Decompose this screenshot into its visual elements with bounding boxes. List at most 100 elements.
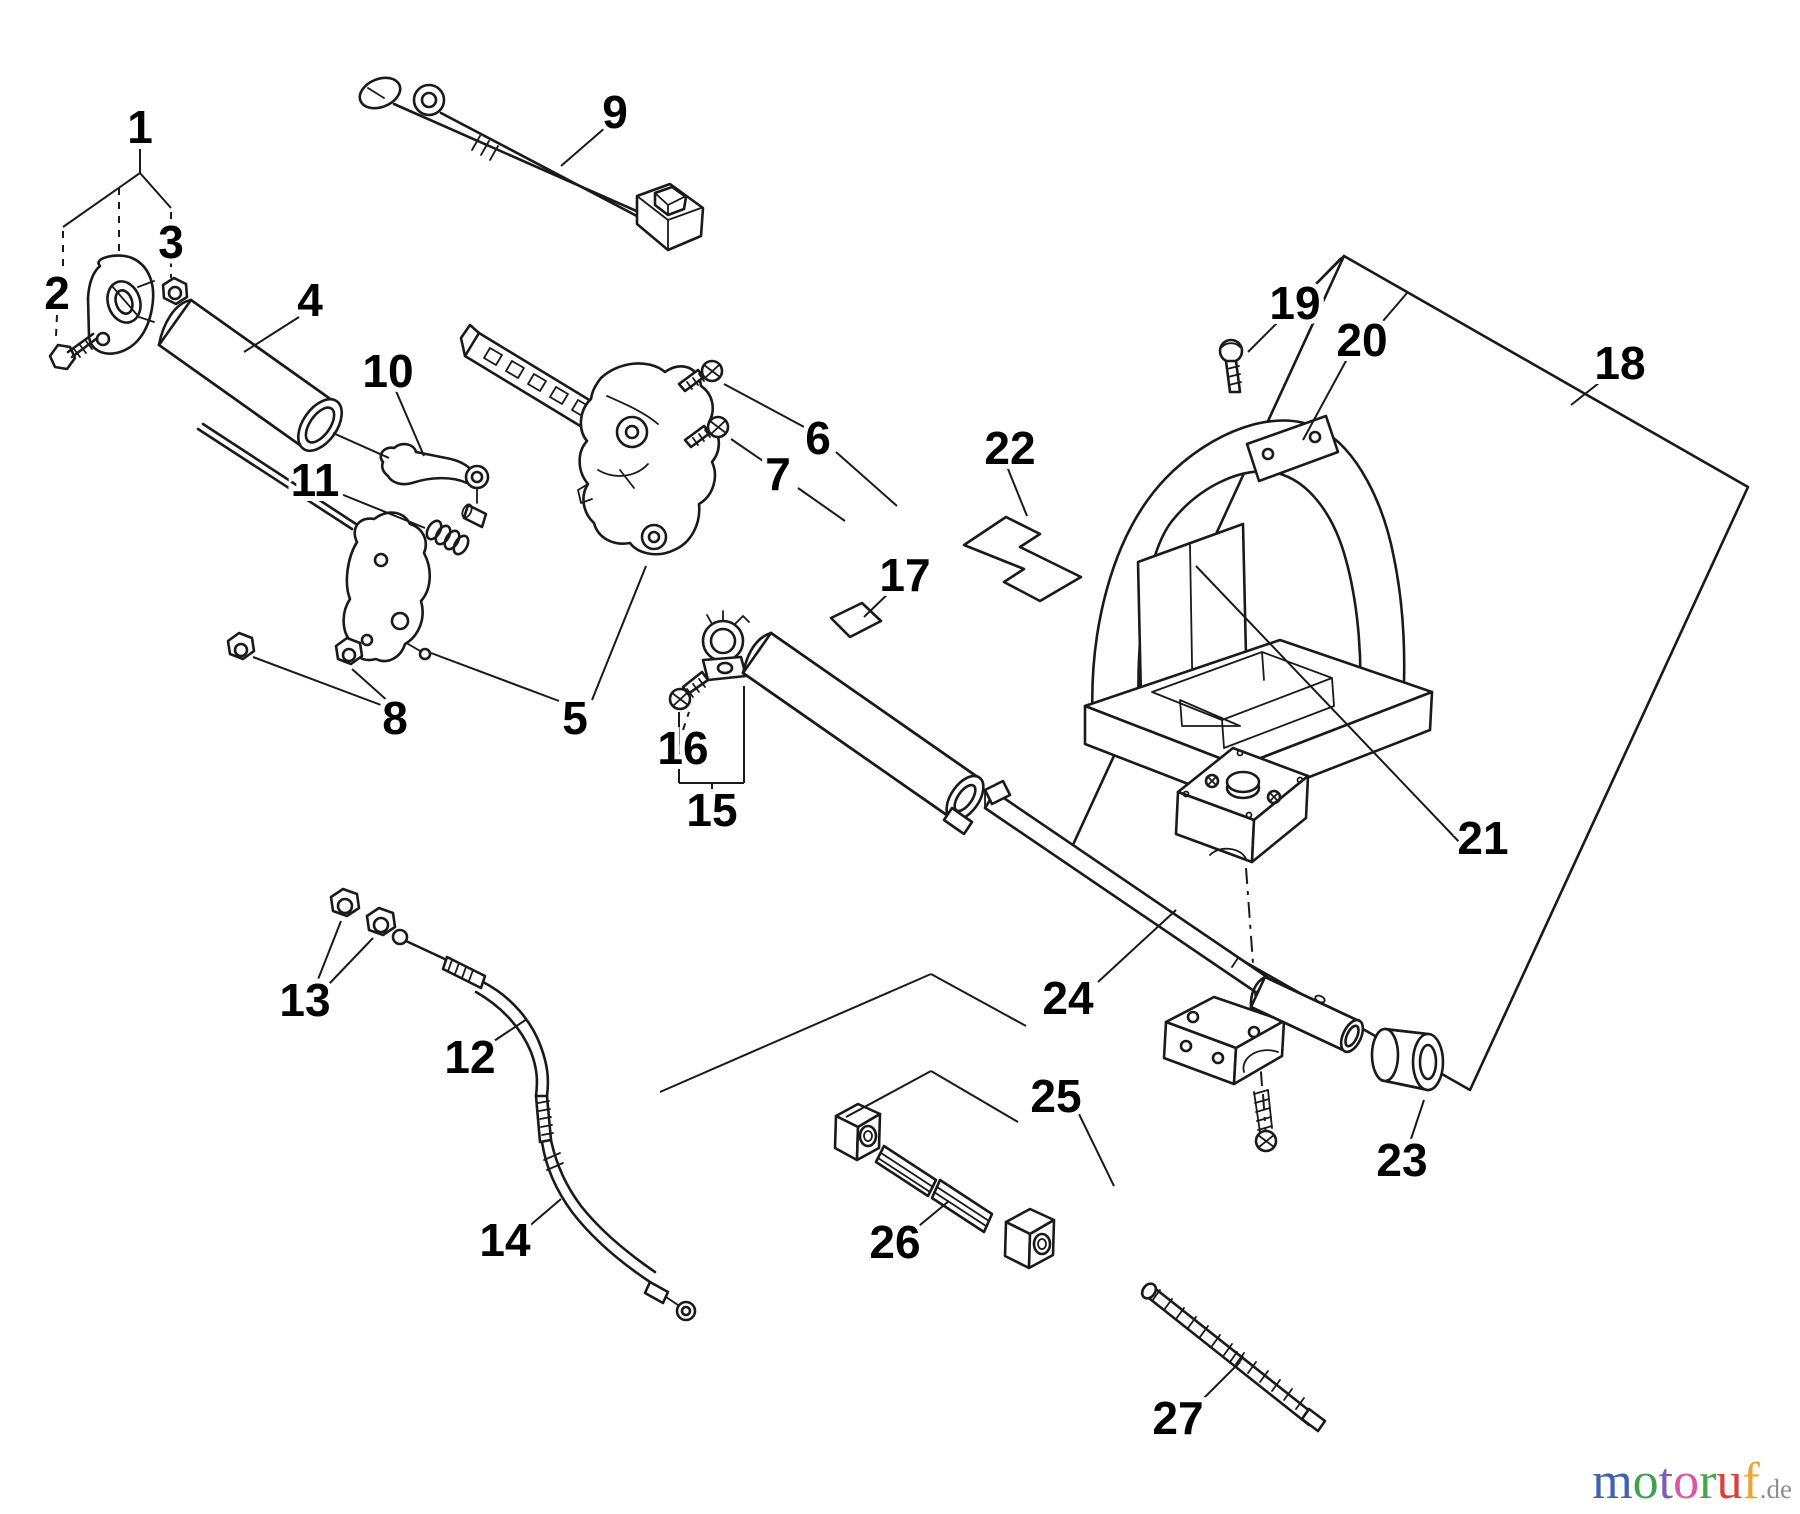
part-number-labels: 1234567891011121314151617181920212223242… bbox=[39, 81, 1650, 1449]
grip-tube bbox=[159, 300, 351, 459]
part-label-15: 15 bbox=[686, 784, 737, 836]
watermark-letter: o bbox=[1632, 1453, 1659, 1510]
leader-line-19 bbox=[1248, 319, 1281, 352]
clamp-nut bbox=[163, 278, 187, 304]
leader-line-25 bbox=[931, 1071, 1018, 1122]
switch-harness bbox=[355, 72, 703, 250]
watermark-letter: u bbox=[1716, 1453, 1743, 1510]
leader-line-23 bbox=[1410, 1100, 1424, 1142]
watermark-suffix: .de bbox=[1759, 1474, 1792, 1504]
cable-clamp bbox=[703, 611, 749, 680]
leader-line-14 bbox=[527, 1199, 561, 1228]
lever-spring bbox=[424, 518, 471, 556]
leader-line-12 bbox=[491, 1019, 527, 1043]
part-label-8: 8 bbox=[382, 692, 408, 744]
throttle-lever bbox=[381, 444, 488, 527]
watermark-letter: f bbox=[1742, 1453, 1760, 1510]
part-label-4: 4 bbox=[297, 274, 323, 326]
handle-clamp-block bbox=[1176, 748, 1308, 862]
leader-line-8 bbox=[352, 669, 390, 703]
handle-plate bbox=[1247, 416, 1338, 481]
part-label-14: 14 bbox=[479, 1214, 531, 1266]
part-label-24: 24 bbox=[1042, 972, 1094, 1024]
housing-plate bbox=[198, 424, 430, 661]
part-label-27: 27 bbox=[1152, 1392, 1203, 1444]
leader-line-24 bbox=[1098, 910, 1176, 982]
lower-clamp-bracket bbox=[1164, 997, 1284, 1084]
part-label-1: 1 bbox=[127, 101, 153, 153]
housing-screw-lower bbox=[685, 417, 728, 447]
part-label-26: 26 bbox=[869, 1216, 920, 1268]
part-label-21: 21 bbox=[1457, 812, 1508, 864]
watermark-logo: motoruf.de bbox=[1592, 1456, 1792, 1508]
leader-line-4 bbox=[333, 433, 389, 458]
part-label-10: 10 bbox=[362, 345, 413, 397]
part-label-25: 25 bbox=[1030, 1070, 1081, 1122]
drive-shaft-tube bbox=[743, 633, 991, 834]
part-label-16: 16 bbox=[657, 722, 708, 774]
bracket-screw-spring bbox=[1254, 1090, 1276, 1151]
leader-line-20 bbox=[1377, 293, 1407, 328]
leader-line-24 bbox=[660, 974, 931, 1092]
leader-lines bbox=[56, 127, 1604, 1402]
bushing bbox=[1372, 1029, 1443, 1090]
handle-bolt bbox=[1220, 340, 1242, 392]
part-label-19: 19 bbox=[1269, 277, 1320, 329]
loop-handle bbox=[1092, 420, 1404, 726]
watermark-letter: t bbox=[1658, 1453, 1674, 1510]
part-label-3: 3 bbox=[158, 216, 184, 268]
leader-line-17 bbox=[864, 588, 894, 617]
coupler-set bbox=[835, 1104, 1054, 1268]
part-label-5: 5 bbox=[562, 692, 588, 744]
leader-line-1 bbox=[140, 173, 171, 208]
leader-line-21 bbox=[1196, 566, 1463, 846]
leader-line-9 bbox=[561, 127, 606, 166]
leader-line-16 bbox=[683, 712, 689, 730]
clamp-screw-16 bbox=[670, 672, 708, 709]
gasket-22 bbox=[964, 517, 1081, 601]
leader-line-7 bbox=[731, 439, 766, 463]
leader-line-18 bbox=[1571, 379, 1604, 405]
leader-line-13 bbox=[329, 938, 373, 984]
part-label-13: 13 bbox=[279, 974, 330, 1026]
leader-line-19 bbox=[1309, 258, 1341, 291]
part-label-20: 20 bbox=[1336, 314, 1387, 366]
part-label-17: 17 bbox=[879, 549, 930, 601]
leader-line-6 bbox=[724, 384, 806, 428]
part-label-7: 7 bbox=[765, 448, 791, 500]
throttle-housing bbox=[578, 363, 719, 554]
leader-line-13 bbox=[317, 921, 341, 982]
part-label-11: 11 bbox=[291, 454, 340, 506]
leader-line-2 bbox=[56, 315, 57, 336]
leader-line-24 bbox=[931, 974, 1026, 1026]
watermark-letter: r bbox=[1699, 1453, 1717, 1510]
part-label-12: 12 bbox=[444, 1031, 495, 1083]
leader-line-20 bbox=[1303, 359, 1347, 440]
leader-line-26 bbox=[914, 1201, 949, 1230]
flexible-drive-shaft bbox=[1139, 1281, 1325, 1431]
leader-line-27 bbox=[1200, 1362, 1240, 1402]
leader-line-11 bbox=[336, 492, 425, 528]
leader-line-5 bbox=[431, 653, 559, 701]
watermark-letter: m bbox=[1592, 1453, 1633, 1510]
watermark-letter: o bbox=[1673, 1453, 1700, 1510]
part-label-6: 6 bbox=[805, 412, 831, 464]
part-label-2: 2 bbox=[44, 267, 70, 319]
leader-line-6 bbox=[836, 452, 897, 506]
leader-line-4 bbox=[244, 317, 299, 352]
lock-nuts bbox=[228, 633, 362, 664]
leader-line-5 bbox=[592, 566, 646, 700]
clamp-screw bbox=[50, 334, 96, 369]
leader-line-25 bbox=[1078, 1112, 1114, 1186]
tube-stub bbox=[1251, 977, 1367, 1055]
leader-line-25 bbox=[846, 1071, 931, 1117]
leader-line-8 bbox=[253, 657, 381, 705]
part-label-23: 23 bbox=[1376, 1134, 1427, 1186]
leader-line-10 bbox=[396, 391, 424, 456]
part-label-18: 18 bbox=[1594, 337, 1645, 389]
throttle-cable bbox=[331, 889, 695, 1320]
leader-line-7 bbox=[798, 488, 845, 521]
part-label-22: 22 bbox=[984, 422, 1035, 474]
